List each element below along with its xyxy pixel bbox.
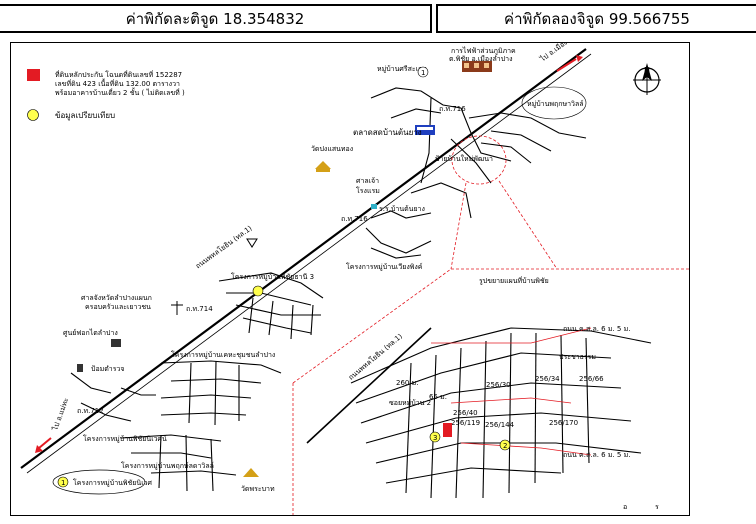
project-cde-roads bbox=[120, 360, 282, 492]
map-canvas: ไป อ.เมือง ไป อ.แม่ทะ ถนนพหลโยธิน (ทล.1)… bbox=[20, 43, 689, 515]
court-label: ศาลจังหวัดลำปางแผนก bbox=[81, 294, 152, 302]
village-pruksa-callout bbox=[521, 86, 587, 120]
power-office-label: การไฟฟ้าส่วนภูมิภาค bbox=[451, 46, 516, 55]
north-label: N bbox=[644, 66, 650, 75]
inset-mark-a: อ bbox=[623, 503, 627, 511]
power-office-icon bbox=[462, 61, 492, 72]
inset-mark-b: ร bbox=[655, 503, 659, 511]
inset-comparable-3-label: 3 bbox=[433, 434, 437, 442]
court-icon bbox=[171, 301, 183, 315]
market-label: ตลาดสดบ้านต้นยาง bbox=[353, 128, 422, 137]
police-label: ป้อมตำรวจ bbox=[91, 365, 125, 373]
to-city-label: ไป อ.เมือง bbox=[538, 43, 569, 64]
temple-2-icon bbox=[243, 468, 259, 477]
highway-label: ถนนพหลโยธิน (ทล.1) bbox=[194, 223, 254, 270]
temple-icon bbox=[315, 161, 331, 172]
subject-legend-line3: พร้อมอาคารบ้านเดี่ยว 2 ชั้น ( ไม่ติดเลขท… bbox=[55, 86, 185, 97]
market-icon bbox=[415, 125, 435, 135]
wat-label: วัดปงแสนทอง bbox=[311, 145, 353, 153]
north-arrow-icon bbox=[633, 63, 661, 95]
longitude-box: ค่าพิกัดลองจิจูด 99.566755 bbox=[436, 4, 756, 33]
clinic-icon bbox=[111, 339, 121, 347]
inset-title: รูปขยายแผนที่บ้านพิชัย bbox=[479, 276, 549, 285]
num-256-66: 256/66 bbox=[579, 375, 604, 383]
soi-inset-label: ซอยหมู่บ้าน 2 bbox=[389, 399, 431, 407]
power-office-label2: ต.พิชัย อ.เมืองลำปาง bbox=[449, 55, 513, 63]
wat2-label: วัดพระบาท bbox=[241, 485, 275, 493]
main-highway-edge bbox=[26, 53, 592, 474]
project-f-callout bbox=[52, 469, 146, 495]
soi-b-label: ถนน ค.ส.ล. 6 ม. 5 ม. bbox=[563, 451, 630, 459]
soi-a-label: ถนน ค.ส.ล. 6 ม. 5 ม. bbox=[563, 325, 630, 333]
road-network-left bbox=[70, 372, 156, 422]
project-b-roads bbox=[218, 272, 324, 340]
inset-soi-red bbox=[431, 327, 592, 456]
num-256-170: 256/170 bbox=[549, 419, 578, 427]
inset-leader-right bbox=[498, 180, 558, 270]
project-e-label: โครงการหมู่บ้านพฤกษ์ลดาวิลล์ bbox=[121, 461, 214, 470]
pracha-label: ประชาธรรม bbox=[559, 353, 596, 361]
road-716b-label: ถ.ท.716 bbox=[341, 215, 368, 223]
inset-comparable-3 bbox=[429, 431, 441, 443]
hotel-label: โรงแรม bbox=[356, 186, 380, 195]
longitude-label: ค่าพิกัดลองจิจูด 99.566755 bbox=[504, 9, 690, 28]
inset-comparable-2-label: 2 bbox=[503, 442, 507, 450]
inset-highway-label: ถนนพหลโยธิน (ทล.1) bbox=[346, 331, 404, 381]
to-maeta-label: ไป อ.แม่ทะ bbox=[50, 396, 71, 432]
road-network-upper bbox=[365, 87, 587, 259]
court-label2: ครอบครัวและเยาวชน bbox=[85, 303, 151, 311]
latitude-label: ค่าพิกัดละติจูด 18.354832 bbox=[125, 9, 305, 28]
subject-legend-line1: ที่ดินหลักประกัน โฉนดที่ดินเลขที่ 152287 bbox=[55, 70, 182, 79]
intersection-icon bbox=[246, 238, 258, 248]
inset-frame-diag bbox=[292, 268, 452, 384]
subject-property-marker bbox=[443, 423, 452, 437]
comparable-legend-label: ข้อมูลเปรียบเทียบ bbox=[55, 111, 115, 121]
project-b-label: โครงการหมู่บ้านพิชัยธานี 3 bbox=[231, 272, 314, 281]
school-label: ร.ร.บ้านต้นยาง bbox=[379, 205, 425, 213]
num-256-144: 256/144 bbox=[485, 421, 515, 429]
project-f-label: โครงการหมู่บ้านพิชัยนิเวศ bbox=[73, 478, 153, 487]
num-256-30: 256/30 bbox=[486, 381, 511, 389]
num-256-40: 256/40 bbox=[453, 409, 478, 417]
comparable-marker-c bbox=[57, 476, 69, 488]
road-714-label: ถ.ท.714 bbox=[186, 305, 213, 313]
inset-road-grid bbox=[350, 327, 652, 499]
num-256-119: 256/119 bbox=[451, 419, 480, 427]
comparable-marker-top bbox=[417, 66, 429, 78]
subject-callout bbox=[451, 135, 507, 185]
police-icon bbox=[77, 364, 83, 372]
num-65: 65 ม. bbox=[429, 393, 447, 401]
comparable-c-label: 1 bbox=[61, 479, 65, 487]
main-highway bbox=[20, 48, 587, 469]
project-c-label: โครงการหมู่บ้านเคหะชุมชนลำปาง bbox=[171, 350, 275, 359]
latitude-box: ค่าพิกัดละติจูด 18.354832 bbox=[0, 4, 432, 33]
location-map: ไป อ.เมือง ไป อ.แม่ทะ ถนนพหลโยธิน (ทล.1)… bbox=[10, 42, 690, 516]
inset-highway bbox=[306, 327, 432, 444]
to-maeta-arrow bbox=[35, 437, 52, 453]
inset-leader-left bbox=[450, 182, 467, 270]
num-256-34: 256/34 bbox=[535, 375, 560, 383]
clinic-label: ศูนย์ฟอกไตลำปาง bbox=[63, 328, 118, 337]
to-city-arrow bbox=[556, 55, 583, 72]
ban-mai-label: ป้ายบ้านใหม่พัฒนา bbox=[435, 154, 493, 163]
village-sakkhet-label: หมู่บ้านศรีสะเกษ bbox=[377, 65, 427, 73]
project-a-label: โครงการหมู่บ้านเวียงพิงค์ bbox=[346, 262, 423, 271]
church-label: ศาลเจ้า bbox=[356, 177, 379, 185]
project-d-label: โครงการหมู่บ้านพิชัยนิเวศน์ bbox=[83, 434, 167, 443]
school-icon bbox=[371, 204, 377, 209]
village-pruksa-label: หมู่บ้านพฤกษาวิลล์ bbox=[527, 100, 584, 108]
comparable-top-label: 1 bbox=[421, 69, 425, 77]
comparable-marker-b bbox=[252, 285, 264, 297]
comparable-legend-swatch bbox=[27, 109, 39, 121]
subject-legend-line2: เลขที่ดิน 423 เนื้อที่ดิน 132.00 ตารางวา bbox=[55, 77, 180, 88]
road-716a-label: ถ.ท.716 bbox=[439, 105, 466, 113]
road-712-label: ถ.ท.712 bbox=[77, 407, 104, 415]
inset-comparable-2 bbox=[499, 439, 511, 451]
num-260: 260 ม. bbox=[396, 379, 418, 387]
subject-legend-swatch bbox=[27, 69, 40, 81]
